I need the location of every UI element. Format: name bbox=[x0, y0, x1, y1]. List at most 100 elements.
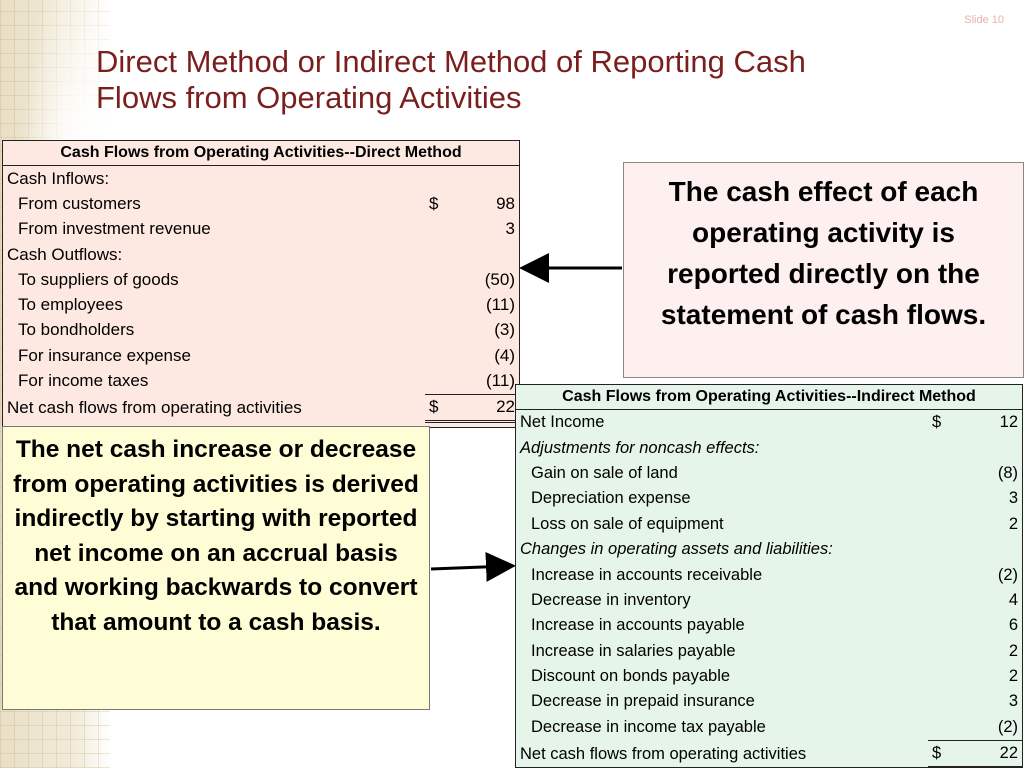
table-row: From investment revenue 3 bbox=[3, 217, 519, 242]
row-label: Decrease in prepaid insurance bbox=[531, 692, 755, 711]
table-row: Gain on sale of land (8) bbox=[516, 461, 1022, 486]
row-dollar bbox=[425, 343, 451, 368]
row-value: 22 bbox=[451, 393, 519, 423]
row-value: 6 bbox=[1008, 616, 1018, 635]
direct-method-callout: The cash effect of each operating activi… bbox=[623, 162, 1024, 378]
row-dollar bbox=[928, 562, 954, 587]
row-label: Net cash flows from operating activities bbox=[520, 744, 807, 763]
row-dollar bbox=[425, 217, 451, 242]
row-value bbox=[451, 242, 519, 267]
row-label: Depreciation expense bbox=[531, 489, 691, 508]
row-label: Cash Outflows: bbox=[7, 244, 123, 264]
table-row: To bondholders (3) bbox=[3, 318, 519, 343]
row-value: (2) bbox=[997, 717, 1018, 736]
table-row: From customers $ 98 bbox=[3, 191, 519, 216]
row-label: Changes in operating assets and liabilit… bbox=[520, 540, 833, 559]
row-label: Increase in salaries payable bbox=[531, 641, 736, 660]
row-value: (11) bbox=[486, 295, 515, 315]
table-row: Discount on bonds payable 2 bbox=[516, 664, 1022, 689]
table-row: Net Income $ 12 bbox=[516, 410, 1022, 436]
indirect-table-header: Cash Flows from Operating Activities--In… bbox=[516, 385, 1022, 410]
row-value: (4) bbox=[494, 345, 515, 365]
table-row: Increase in accounts payable 6 bbox=[516, 613, 1022, 638]
table-row: Decrease in income tax payable (2) bbox=[516, 715, 1022, 741]
row-dollar bbox=[928, 689, 954, 714]
title-line-2: Flows from Operating Activities bbox=[96, 80, 522, 115]
table-row: To employees (11) bbox=[3, 292, 519, 317]
row-value: 2 bbox=[1008, 667, 1018, 686]
row-dollar bbox=[928, 639, 954, 664]
row-dollar: $ bbox=[425, 393, 451, 423]
table-row: Adjustments for noncash effects: bbox=[516, 435, 1022, 460]
row-dollar bbox=[425, 267, 451, 292]
row-label: From customers bbox=[18, 193, 141, 213]
table-row: Cash Inflows: bbox=[3, 166, 519, 192]
table-row: For insurance expense (4) bbox=[3, 343, 519, 368]
row-dollar: $ bbox=[429, 193, 439, 213]
indirect-method-table: Cash Flows from Operating Activities--In… bbox=[515, 384, 1023, 768]
row-dollar bbox=[928, 461, 954, 486]
row-label: To bondholders bbox=[18, 320, 135, 340]
row-label: From investment revenue bbox=[18, 219, 211, 239]
indirect-method-callout: The net cash increase or decrease from o… bbox=[2, 426, 430, 710]
row-value: 3 bbox=[1008, 692, 1018, 711]
slide-number: Slide 10 bbox=[964, 14, 1004, 26]
table-row: Increase in salaries payable 2 bbox=[516, 639, 1022, 664]
row-value: (2) bbox=[997, 565, 1018, 584]
row-dollar bbox=[928, 715, 954, 741]
table-row-total: Net cash flows from operating activities… bbox=[3, 393, 519, 423]
row-value: 3 bbox=[505, 219, 515, 239]
row-value bbox=[451, 166, 519, 192]
row-value: 4 bbox=[1008, 590, 1018, 609]
row-value bbox=[954, 537, 1022, 562]
row-value: 3 bbox=[1008, 489, 1018, 508]
row-label: To suppliers of goods bbox=[18, 269, 179, 289]
row-dollar bbox=[928, 613, 954, 638]
row-dollar bbox=[928, 512, 954, 537]
row-label: Increase in accounts payable bbox=[531, 616, 745, 635]
direct-method-table: Cash Flows from Operating Activities--Di… bbox=[2, 140, 520, 428]
arrow-to-indirect-table bbox=[430, 551, 516, 582]
table-row: To suppliers of goods (50) bbox=[3, 267, 519, 292]
table-row: For income taxes (11) bbox=[3, 368, 519, 394]
row-dollar bbox=[928, 537, 954, 562]
row-label: Decrease in income tax payable bbox=[531, 718, 766, 737]
row-dollar bbox=[928, 664, 954, 689]
row-dollar bbox=[425, 368, 451, 394]
row-dollar bbox=[928, 486, 954, 511]
row-dollar bbox=[425, 242, 451, 267]
row-dollar: $ bbox=[932, 413, 942, 432]
row-value: (11) bbox=[486, 371, 515, 391]
table-row: Depreciation expense 3 bbox=[516, 486, 1022, 511]
table-row: Decrease in inventory 4 bbox=[516, 588, 1022, 613]
row-value: 98 bbox=[496, 193, 515, 213]
row-label: Gain on sale of land bbox=[531, 463, 678, 482]
row-label: Discount on bonds payable bbox=[531, 667, 731, 686]
row-value: 22 bbox=[954, 740, 1022, 767]
row-dollar bbox=[425, 318, 451, 343]
row-label: Loss on sale of equipment bbox=[531, 514, 724, 533]
row-value: 12 bbox=[999, 413, 1018, 432]
row-dollar bbox=[425, 292, 451, 317]
row-value bbox=[954, 435, 1022, 460]
title-line-1: Direct Method or Indirect Method of Repo… bbox=[96, 44, 806, 79]
row-label: Adjustments for noncash effects: bbox=[520, 438, 760, 457]
row-dollar bbox=[928, 435, 954, 460]
row-label: Decrease in inventory bbox=[531, 590, 691, 609]
row-value: 2 bbox=[1008, 641, 1018, 660]
row-dollar bbox=[928, 588, 954, 613]
table-row: Changes in operating assets and liabilit… bbox=[516, 537, 1022, 562]
slide-title: Direct Method or Indirect Method of Repo… bbox=[96, 44, 976, 116]
row-value: (8) bbox=[997, 463, 1018, 482]
row-label: To employees bbox=[18, 295, 123, 315]
table-row: Loss on sale of equipment 2 bbox=[516, 512, 1022, 537]
table-row-total: Net cash flows from operating activities… bbox=[516, 740, 1022, 767]
row-value: (3) bbox=[494, 320, 515, 340]
row-label: Cash Inflows: bbox=[7, 168, 110, 188]
row-label: Net Income bbox=[520, 413, 605, 432]
row-label: For income taxes bbox=[18, 371, 149, 391]
table-row: Cash Outflows: bbox=[3, 242, 519, 267]
row-dollar: $ bbox=[928, 740, 954, 767]
row-value: (50) bbox=[484, 269, 515, 289]
direct-table-header: Cash Flows from Operating Activities--Di… bbox=[3, 141, 519, 166]
